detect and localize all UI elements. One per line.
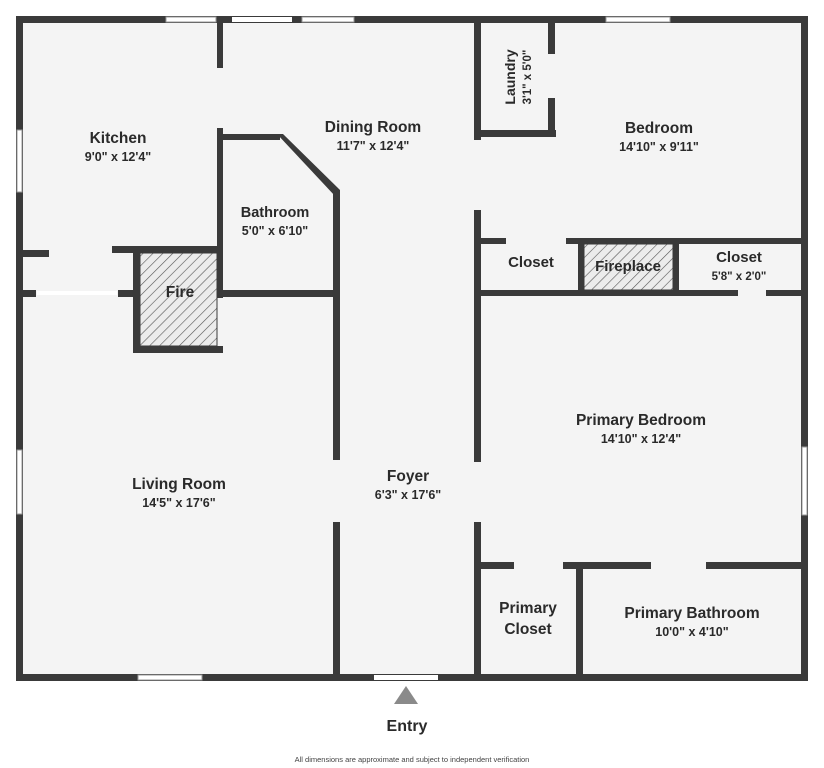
disclaimer: All dimensions are approximate and subje… <box>295 755 530 764</box>
foyer-dims: 6'3" x 17'6" <box>375 488 442 502</box>
fireplace-hatch <box>583 243 674 291</box>
primary-bathroom-label: Primary Bathroom <box>624 605 759 622</box>
fire-hatch <box>139 252 218 347</box>
closet-2-label: Closet <box>716 249 762 266</box>
closet-label: Closet <box>508 254 554 271</box>
foyer-label: Foyer <box>387 468 429 485</box>
entry-label: Entry <box>387 718 428 735</box>
door-openings <box>37 17 438 680</box>
dining-room-dims: 11'7" x 12'4" <box>337 139 410 153</box>
interior-walls <box>20 22 804 677</box>
dining-room-label: Dining Room <box>325 119 421 136</box>
kitchen-dims: 9'0" x 12'4" <box>85 150 152 164</box>
fire-label: Fire <box>166 284 195 301</box>
bathroom-dims: 5'0" x 6'10" <box>242 224 309 238</box>
kitchen-label: Kitchen <box>90 130 147 147</box>
living-room-dims: 14'5" x 17'6" <box>142 496 215 510</box>
laundry-dims: 3'1" x 5'0" <box>522 50 534 105</box>
closet-2-dims: 5'8" x 2'0" <box>712 271 767 283</box>
laundry-label: Laundry <box>502 49 518 104</box>
bedroom-label: Bedroom <box>625 120 693 137</box>
fireplace-label: Fireplace <box>595 258 661 275</box>
windows <box>16 16 808 681</box>
bedroom-dims: 14'10" x 9'11" <box>619 140 699 154</box>
primary-bedroom-dims: 14'10" x 12'4" <box>601 432 681 446</box>
primary-bedroom-label: Primary Bedroom <box>576 412 706 429</box>
laundry-group: Laundry 3'1" x 5'0" <box>502 49 534 104</box>
living-room-label: Living Room <box>132 476 226 493</box>
primary-bathroom-dims: 10'0" x 4'10" <box>655 625 728 639</box>
bathroom-label: Bathroom <box>241 205 309 221</box>
primary-closet-label-line1: Primary <box>499 600 557 617</box>
entry-arrow-icon <box>394 686 418 704</box>
primary-closet-label-line2: Closet <box>504 621 551 638</box>
